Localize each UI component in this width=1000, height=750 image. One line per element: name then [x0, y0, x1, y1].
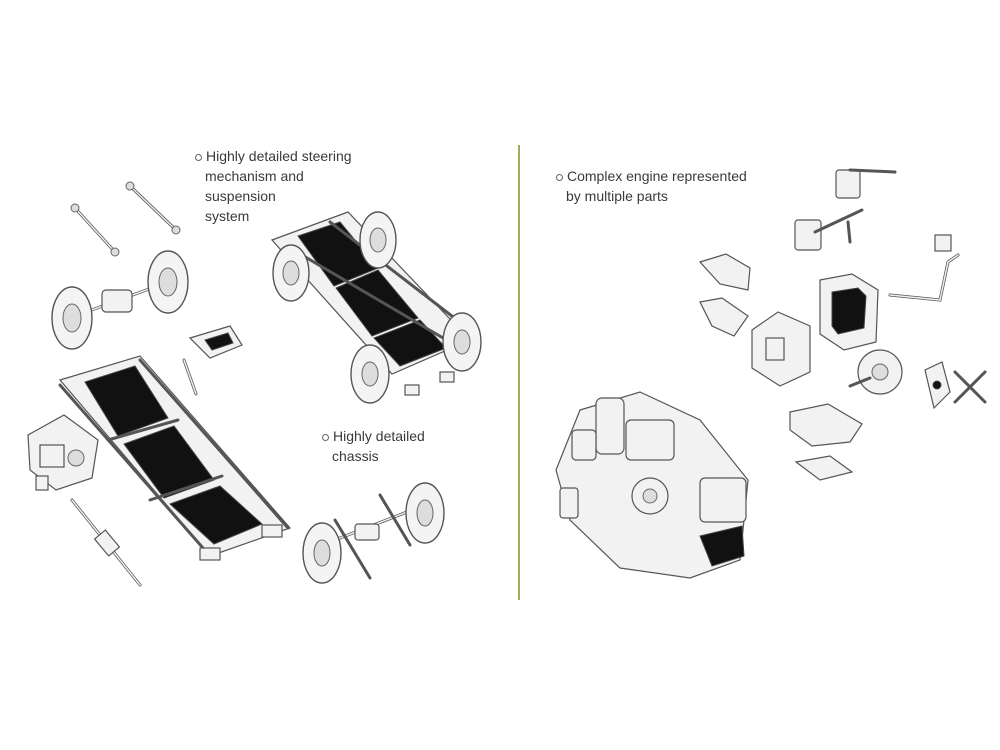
assembled-engine [555, 391, 749, 579]
caption-chassis: Highly detailed chassis [322, 426, 425, 466]
fan-blade [953, 370, 987, 404]
caption-engine-line-2: by multiple parts [566, 188, 668, 204]
steering-link-right [125, 181, 181, 235]
chassis-frame [58, 355, 292, 561]
suspension-bracket [182, 325, 243, 396]
air-filter [794, 208, 864, 251]
bullet-icon [195, 153, 202, 161]
gearbox [27, 414, 99, 491]
caption-steering: Highly detailed steering mechanism and s… [195, 146, 352, 226]
fan-assembly [848, 349, 903, 395]
intake-pipe [888, 234, 960, 302]
cylinder-head [751, 311, 811, 387]
panel-divider [518, 145, 520, 600]
rear-axle-assembly [302, 482, 445, 584]
bullet-icon [556, 173, 563, 181]
oil-pan [789, 403, 863, 447]
assembled-chassis [270, 211, 482, 404]
drive-shaft [70, 498, 142, 587]
front-axle-assembly [51, 250, 189, 350]
steering-link-left [70, 203, 120, 257]
caption-steering-line-4: system [205, 208, 250, 224]
gasket [924, 361, 951, 410]
bracket-part-a [698, 253, 751, 291]
caption-engine: Complex engine represented by multiple p… [556, 166, 747, 206]
caption-steering-line-1: Highly detailed steering [206, 148, 352, 164]
oil-filter [835, 168, 897, 199]
cover-plate [794, 455, 854, 481]
caption-steering-line-2: mechanism and [205, 168, 304, 184]
radiator [819, 273, 879, 351]
bullet-icon [322, 433, 329, 441]
bracket-part-b [699, 297, 749, 337]
caption-chassis-line-2: chassis [332, 448, 379, 464]
caption-chassis-line-1: Highly detailed [333, 428, 425, 444]
caption-steering-line-3: suspension [205, 188, 276, 204]
caption-engine-line-1: Complex engine represented [567, 168, 747, 184]
